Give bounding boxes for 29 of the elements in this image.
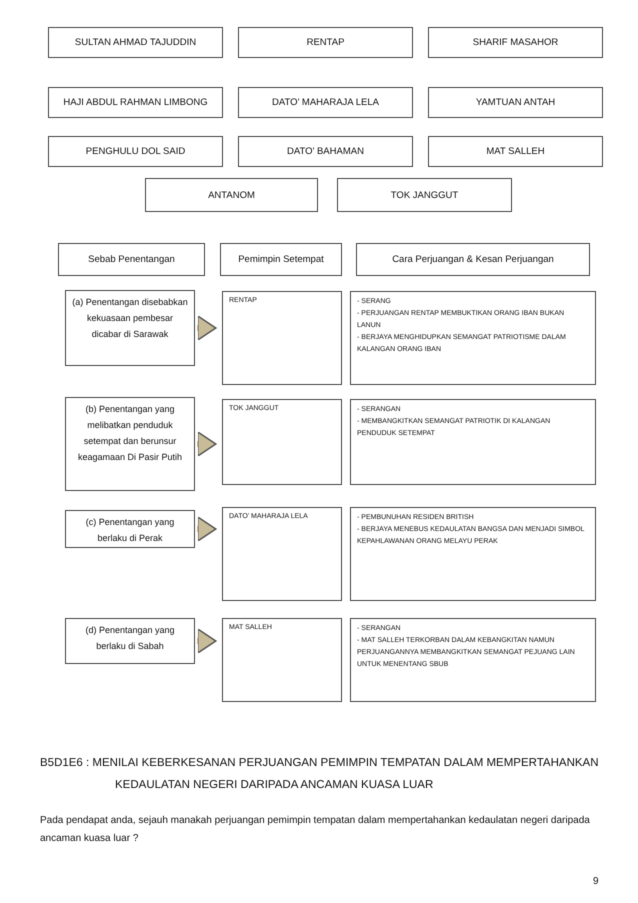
name-box: PENGHULU DOL SAID [48,136,223,167]
name-box: SHARIF MASAHOR [428,27,603,58]
description-box [350,618,596,702]
cause-box: (a) Penentangan disebabkan kekuasaan pembesar dicabar di Sarawak [65,290,195,366]
name-box: DATO’ MAHARAJA LELA [238,87,413,118]
cause-box: (b) Penentangan yang melibatkan penduduk setempat dan berunsur keagamaan Di Pasir Putih [65,397,195,491]
description-box [350,399,596,485]
page-number: 9 [593,876,599,887]
block-arrow [197,516,217,542]
name-box: DATO’ BAHAMAN [238,136,413,167]
name-box: MAT SALLEH [428,136,603,167]
block-arrow [197,628,217,654]
name-box: HAJI ABDUL RAHMAN LIMBONG [48,87,223,118]
block-arrow [197,315,217,341]
name-box: Cara Perjuangan & Kesan Perjuangan [356,243,590,276]
name-box: ANTANOM [145,178,318,212]
block-arrow [197,431,217,457]
name-box: SULTAN AHMAD TAJUDDIN [48,27,223,58]
name-box: RENTAP [238,27,413,58]
cause-box: (c) Penentangan yang berlaku di Perak [65,510,195,548]
description-box [350,507,596,601]
name-box: Pemimpin Setempat [220,243,342,276]
question-text: Pada pendapat anda, sejauh manakah perjuangan pemimpin tempatan dalam mempertahankan kedaulatan negeri daripada ancaman kuasa luar ? [40,814,591,846]
description-box [350,291,596,385]
name-box: YAMTUAN ANTAH [428,87,603,118]
section-heading: B5D1E6 : MENILAI KEBERKESANAN PERJUANGAN PEMIMPIN TEMPATAN DALAM MEMPERTAHANKAN KEDAULATAN NEGERI DARIPADA ANCAMAN KUASA LUAR [40,756,600,793]
name-box: TOK JANGGUT [337,178,512,212]
cause-box: (d) Penentangan yang berlaku di Sabah [65,618,195,664]
name-box: Sebab Penentangan [58,243,205,276]
